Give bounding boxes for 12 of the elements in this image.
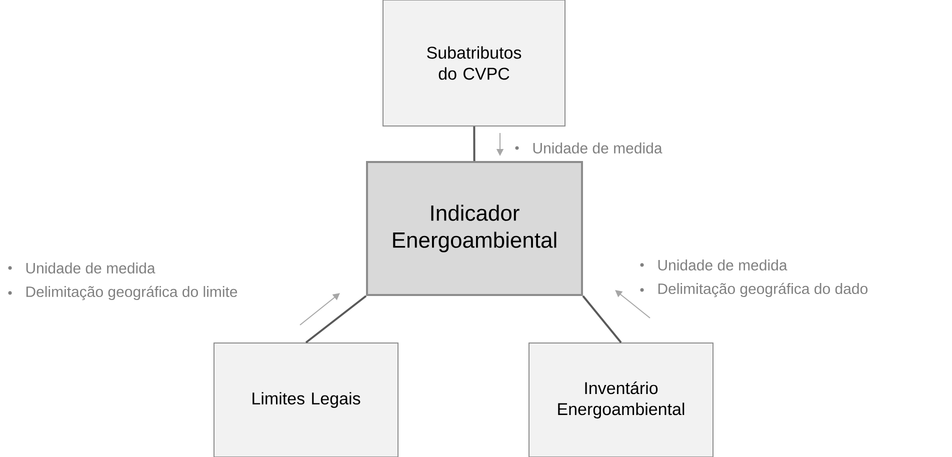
connector-line — [582, 295, 622, 344]
bullet-item: Delimitação geográfica do dado — [658, 282, 868, 298]
connector-line — [473, 126, 476, 161]
process-box: Subatributos do CVPC — [382, 0, 566, 126]
bullet-item: Unidade de medida — [533, 142, 662, 154]
process-box: Inventário Energoambiental — [528, 342, 714, 457]
bullet-item: Unidade de medida — [658, 259, 788, 270]
bullet-item: Unidade de medida — [26, 262, 156, 274]
process-box: Limites Legais — [214, 342, 398, 457]
connector-line — [305, 295, 367, 344]
bullet-item: Delimitação geográfica do limite — [26, 286, 238, 300]
process-box: Indicador Energoambiental — [366, 160, 583, 296]
